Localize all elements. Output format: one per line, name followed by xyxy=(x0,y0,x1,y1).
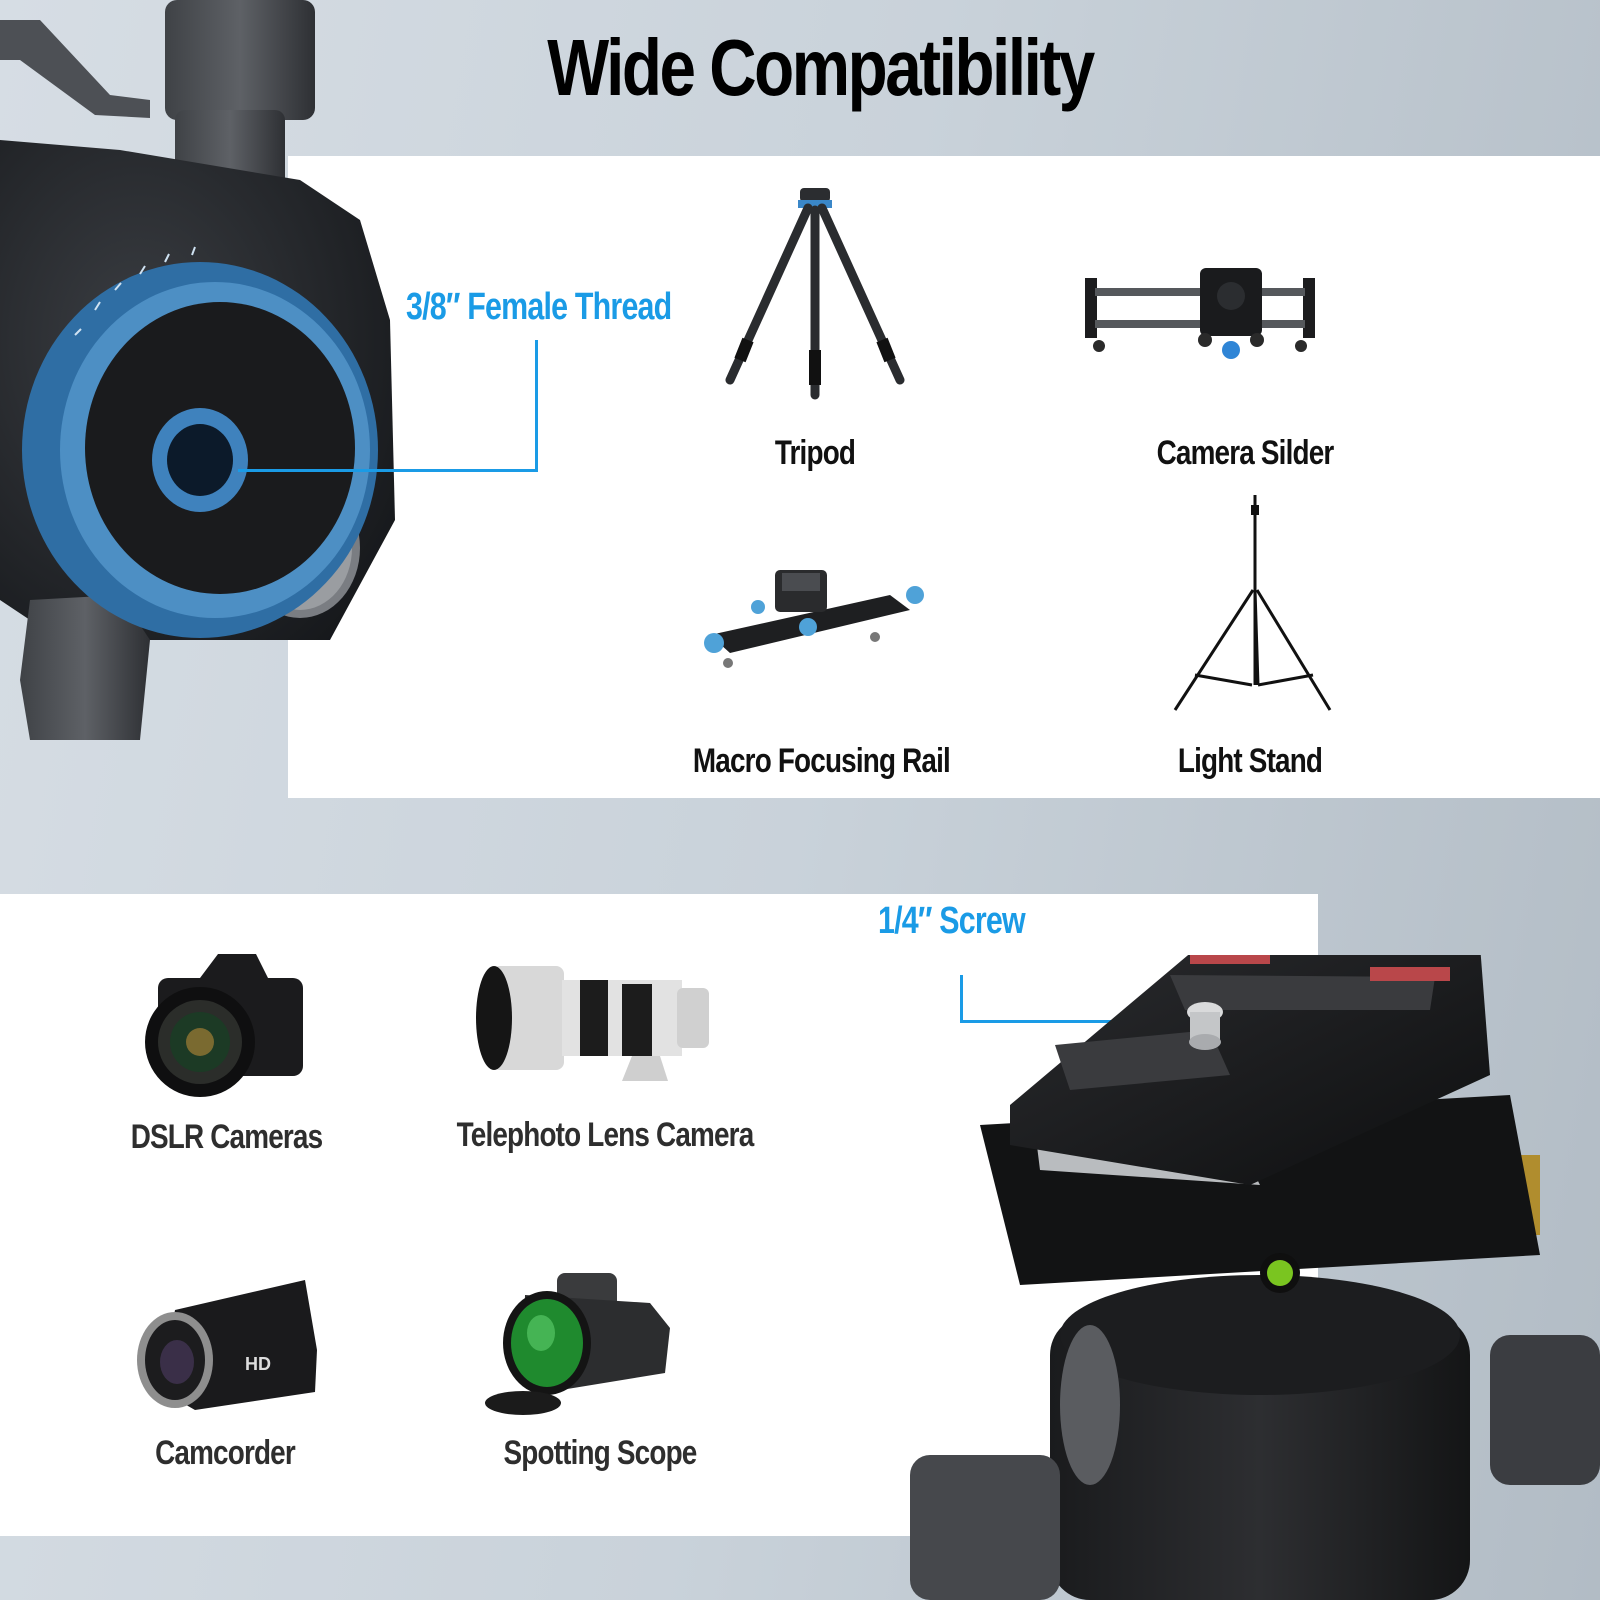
macro-focusing-rail-icon xyxy=(700,565,940,685)
light-stand-icon xyxy=(1170,495,1340,725)
camera-slider-icon xyxy=(1085,268,1315,368)
screw-callout-line-horizontal xyxy=(960,1020,1220,1023)
page-title: Wide Compatibility xyxy=(547,23,1095,112)
ball-head-quick-release-image xyxy=(900,955,1600,1600)
telephoto-lens-camera-label: Telephoto Lens Camera xyxy=(456,1116,755,1154)
screw-callout-line-vertical xyxy=(960,975,963,1023)
screw-callout: 1/4″ Screw xyxy=(878,900,1026,942)
dslr-cameras-label: DSLR Cameras xyxy=(130,1118,323,1156)
thread-callout-line-horizontal xyxy=(238,469,538,472)
spotting-scope-label: Spotting Scope xyxy=(503,1434,698,1472)
macro-focusing-rail-label: Macro Focusing Rail xyxy=(692,742,951,780)
svg-text:HD: HD xyxy=(245,1354,271,1374)
camera-slider-label: Camera Silder xyxy=(1156,434,1335,472)
telephoto-lens-icon xyxy=(472,966,722,1086)
light-stand-label: Light Stand xyxy=(1177,742,1323,780)
tripod-icon xyxy=(720,180,910,400)
ball-head-base-image xyxy=(0,0,420,760)
tripod-label: Tripod xyxy=(774,434,856,472)
camcorder-label: Camcorder xyxy=(155,1434,296,1472)
dslr-camera-icon xyxy=(138,950,308,1100)
female-thread-callout: 3/8″ Female Thread xyxy=(406,286,672,328)
camcorder-icon: HD xyxy=(135,1280,320,1415)
spotting-scope-icon xyxy=(475,1273,675,1418)
thread-callout-line-vertical xyxy=(535,340,538,472)
top-compatibility-panel xyxy=(288,156,1600,798)
